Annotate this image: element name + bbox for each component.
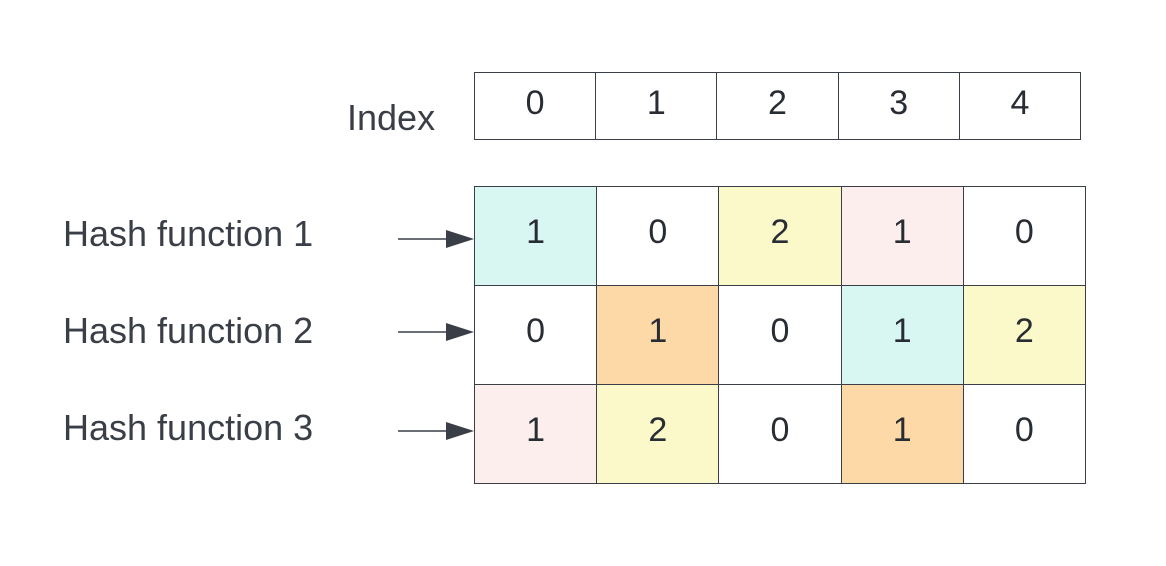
grid-cell: 2 [597, 385, 720, 484]
counter-grid: 1 0 2 1 0 0 1 0 1 2 1 2 0 1 0 [474, 186, 1086, 484]
grid-cell: 0 [475, 286, 598, 385]
grid-cell: 2 [719, 187, 842, 286]
index-cell: 0 [475, 73, 597, 139]
grid-cell: 0 [963, 385, 1086, 484]
hash-function-3-label: Hash function 3 [63, 407, 314, 448]
arrow-right-icon [398, 422, 474, 440]
grid-cell: 0 [963, 187, 1086, 286]
grid-cell: 2 [963, 286, 1086, 385]
index-cell: 2 [717, 73, 839, 139]
index-cell: 1 [596, 73, 718, 139]
index-cell: 3 [839, 73, 960, 139]
grid-cell: 1 [475, 385, 598, 484]
grid-cell: 1 [841, 385, 964, 484]
grid-cell: 0 [719, 385, 842, 484]
grid-cell: 0 [597, 187, 720, 286]
grid-cell: 1 [475, 187, 598, 286]
grid-cell: 1 [597, 286, 720, 385]
hash-function-2-label: Hash function 2 [63, 310, 314, 351]
grid-cell: 1 [841, 286, 964, 385]
grid-cell: 0 [719, 286, 842, 385]
arrow-right-icon [398, 230, 474, 248]
arrow-right-icon [398, 323, 474, 341]
hash-function-1-label: Hash function 1 [63, 213, 314, 254]
index-cell: 4 [1010, 83, 1030, 122]
index-row: 0 1 2 3 4 [474, 72, 1081, 140]
index-label: Index [347, 97, 436, 138]
grid-cell: 1 [841, 187, 964, 286]
